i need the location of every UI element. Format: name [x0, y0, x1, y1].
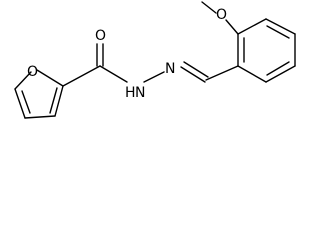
furan-bond-c3-c4 [24, 115, 56, 119]
benzene-bond-6 [237, 65, 267, 83]
amide-hydrogen-label: H [125, 85, 136, 101]
bond-imine-c-to-ring [205, 65, 239, 81]
bond-methoxy-o-to-methyl [201, 1, 217, 14]
bond-furan-to-carbonyl [62, 65, 101, 87]
furan-bond-c4-c5 [14, 88, 26, 119]
furan-double-bond-c2-c3 [49, 87, 58, 114]
chemical-structure-diagram: O O H N N O [14, 1, 296, 119]
furan-double-bond-c4-c5 [21, 90, 31, 114]
benzene-ring [237, 18, 296, 83]
benzene-inner-double-2 [266, 25, 290, 39]
carbonyl-oxygen-label: O [95, 28, 106, 44]
bond-ring-to-methoxy-o [225, 19, 239, 35]
furan-ring [14, 69, 64, 119]
carbohydrazide-group [62, 43, 239, 87]
imine-double-bond-a [180, 66, 206, 83]
benzene-inner-double-3 [266, 61, 290, 76]
imine-nitrogen-label: N [165, 61, 175, 77]
benzene-bond-5 [265, 65, 296, 83]
furan-bond-o-c2 [36, 69, 64, 87]
benzene-bond-2 [237, 18, 267, 35]
amide-nitrogen-label: N [135, 85, 145, 101]
methoxy-group [201, 1, 239, 35]
bond-carbonyl-to-nh [99, 65, 128, 83]
furan-oxygen-label: O [27, 64, 38, 80]
furan-bond-c2-c3 [54, 85, 64, 117]
imine-double-bond-b [183, 61, 209, 78]
bond-nh-to-imine-n [143, 71, 165, 83]
methoxy-oxygen-label: O [216, 7, 227, 23]
furan-bond-c5-o [14, 71, 32, 90]
benzene-bond-3 [265, 18, 296, 35]
